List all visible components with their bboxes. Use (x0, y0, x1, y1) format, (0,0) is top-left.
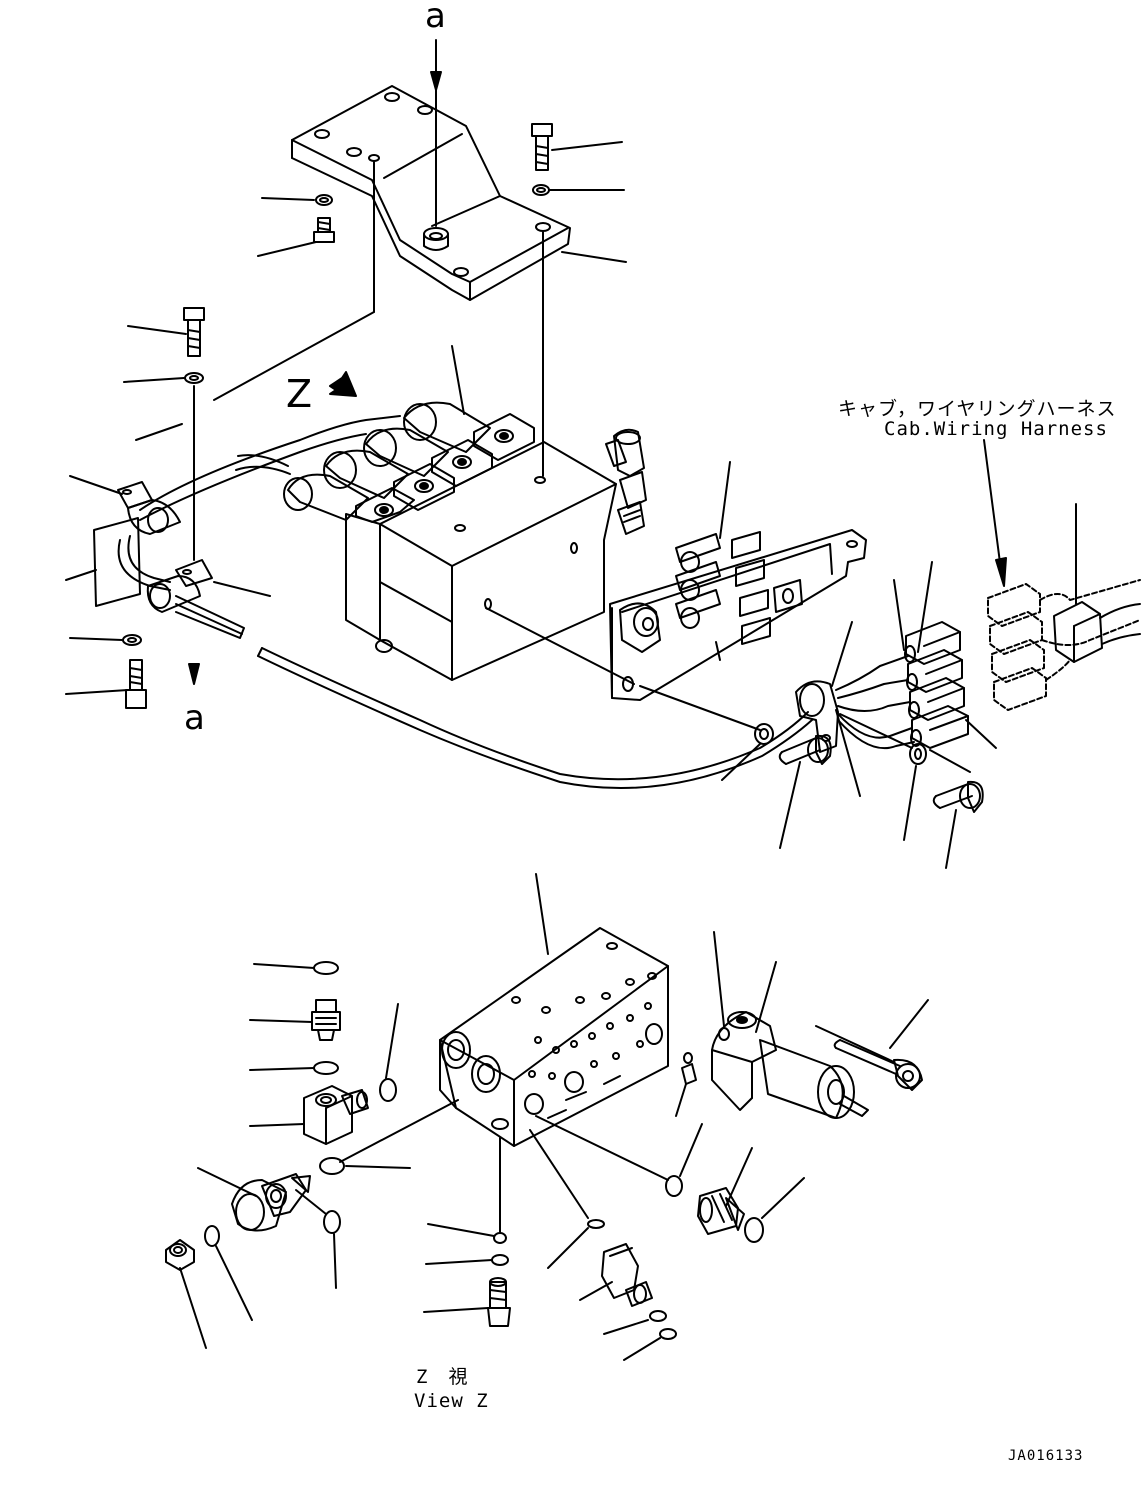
manifold-oring-7 (426, 1255, 508, 1265)
manifold-oring-9 (536, 1116, 702, 1196)
manifold-sensor-left (198, 1168, 310, 1231)
cab-harness-plug (1054, 504, 1140, 662)
view-a-label-top: a (425, 0, 446, 36)
connector-bracket (610, 462, 866, 700)
manifold-check-valve (424, 1278, 510, 1326)
harness-connectors (894, 562, 996, 772)
manifold-sensor-right (698, 1148, 752, 1234)
manifold-small-oring (530, 1130, 604, 1268)
manifold-long-bolt (816, 1000, 928, 1090)
harness-label-en: Cab.Wiring Harness (884, 418, 1108, 440)
view-z-marker: Z (286, 372, 313, 416)
manifold-oring-2 (250, 1062, 338, 1074)
valve-bolt-upper-left (124, 308, 204, 560)
manifold-pressure-switch (580, 1244, 652, 1306)
harness-clamp-right (796, 622, 860, 796)
manifold-oring-6 (205, 1226, 252, 1320)
valve-bolt-lower-left (66, 635, 146, 708)
view-a-arrow-top (431, 40, 441, 226)
harness-tube (119, 416, 812, 788)
view-z-arrow (330, 372, 356, 396)
view-a-label-bottom: a (184, 698, 205, 738)
manifold-ball (428, 1138, 506, 1243)
manifold-oring-10 (745, 1178, 804, 1242)
clamp-bolt (840, 714, 983, 868)
bracket-bolt-left (258, 195, 334, 256)
manifold-oring-11 (604, 1311, 666, 1334)
view-z-caption-jp: Z 視 (416, 1366, 469, 1388)
cab-harness-arrow (984, 440, 1006, 586)
manifold-pin (676, 1053, 696, 1116)
alignment-lines (136, 162, 543, 476)
manifold-plug-2 (166, 1240, 206, 1348)
view-z-caption-en: View Z (414, 1390, 489, 1412)
mounting-bracket (292, 86, 570, 300)
manifold-block (440, 874, 668, 1146)
manifold-oring-4 (320, 1100, 458, 1174)
harness-clamp-upper (70, 476, 180, 534)
harness-label-jp: キャブ，ワイヤリングハーネス (838, 398, 1117, 420)
manifold-solenoid (712, 962, 868, 1118)
harness-clamp-lower (148, 560, 270, 612)
cab-harness-connectors (988, 580, 1140, 710)
manifold-oring-3 (380, 1004, 398, 1101)
manifold-elbow (250, 1086, 368, 1144)
solenoid-valve-assembly (284, 346, 646, 680)
bracket-bolt-mid (486, 608, 831, 848)
manifold-oring-12 (624, 1329, 676, 1360)
manifold-oring-1 (254, 962, 338, 974)
manifold-oring-5 (296, 1190, 340, 1288)
bracket-bolt-right (532, 124, 626, 262)
harness-wires (836, 656, 914, 748)
mounting-plate-left (66, 518, 140, 606)
drawing-code: JA016133 (1008, 1448, 1084, 1464)
manifold-plug-1 (250, 1000, 340, 1040)
view-a-arrow-bottom (189, 664, 199, 684)
